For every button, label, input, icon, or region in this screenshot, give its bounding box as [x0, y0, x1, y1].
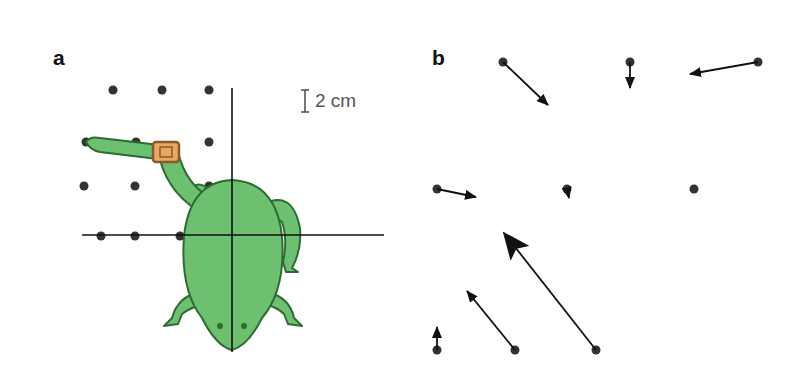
- frog: [86, 138, 302, 351]
- scale-bar: [301, 90, 309, 112]
- scale-label: 2 cm: [315, 91, 356, 110]
- panel-letter: b: [432, 47, 445, 68]
- axes: [82, 88, 384, 352]
- panel-letter: a: [53, 47, 65, 68]
- force-vectors: [437, 62, 758, 350]
- field-dots: [433, 58, 763, 355]
- wrist-marker: [153, 142, 179, 162]
